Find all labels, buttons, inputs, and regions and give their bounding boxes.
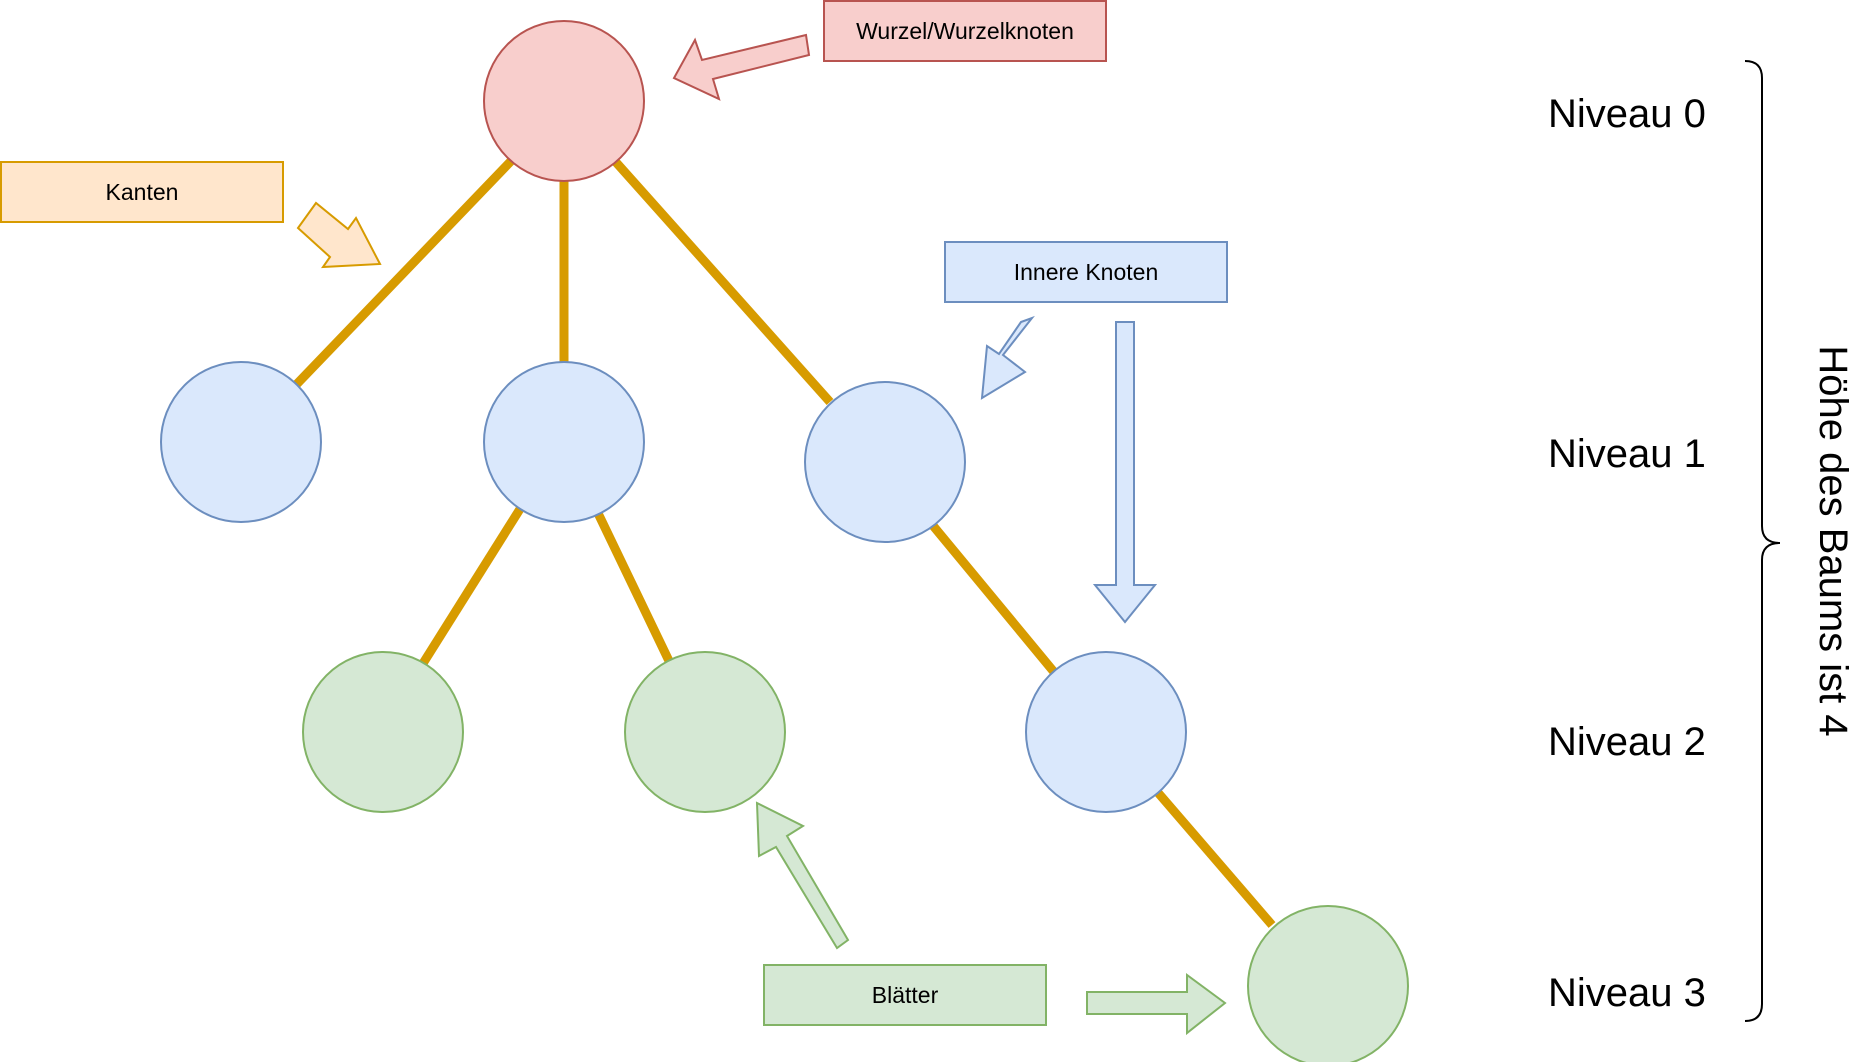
leaves-arrow-horizontal: [1086, 973, 1227, 1036]
leaves-label: Blätter: [872, 982, 939, 1008]
root-node: [483, 20, 645, 182]
edges-label: Kanten: [106, 179, 179, 205]
inner-label: Innere Knoten: [1014, 259, 1159, 285]
inner-arrow-vertical: [1092, 321, 1158, 624]
edge-root-n1a: [290, 156, 516, 391]
edge-root-n1c: [610, 157, 834, 405]
edge-n1b-leaf-a: [418, 506, 524, 668]
height-brace: [1744, 60, 1781, 1022]
inner-node-level2: [1025, 651, 1187, 813]
root-arrow: [672, 33, 811, 101]
level-label-1: Niveau 1: [1548, 432, 1706, 476]
level-label-0: Niveau 0: [1548, 92, 1706, 136]
leaf-node-a: [302, 651, 464, 813]
leaf-node-b: [624, 651, 786, 813]
edges-label-box: [0, 161, 284, 223]
inner-node-level1-a: [160, 361, 322, 523]
edge-n2-leaf-c: [1150, 785, 1276, 928]
inner-arrow-diagonal: [980, 315, 1035, 400]
edge-n1b-leaf-b: [591, 507, 675, 665]
edges-arrow: [296, 201, 382, 269]
level-label-2: Niveau 2: [1548, 720, 1706, 764]
inner-label-box: [944, 241, 1228, 303]
level-label-3: Niveau 3: [1548, 971, 1706, 1015]
edge-n1c-n2: [926, 519, 1058, 675]
inner-node-level1-c: [804, 381, 966, 543]
leaves-arrow-diagonal: [755, 801, 850, 950]
inner-node-level1-b: [483, 361, 645, 523]
height-label: Höhe des Baums ist 4: [1811, 345, 1855, 736]
tree-edges: [290, 156, 1276, 928]
leaf-node-c: [1247, 905, 1409, 1062]
root-label: Wurzel/Wurzelknoten: [856, 18, 1074, 44]
leaves-label-box: [763, 964, 1047, 1026]
root-label-box: [823, 0, 1107, 62]
